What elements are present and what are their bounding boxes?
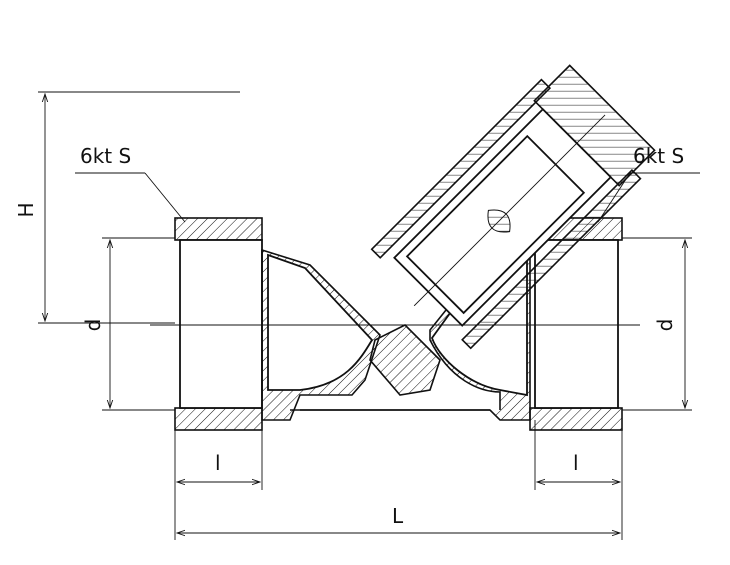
hex-label-right: 6kt S [597, 144, 700, 223]
dimension-L: L [177, 504, 620, 533]
label-d-right: d [653, 319, 677, 332]
dimension-H: H [14, 91, 240, 324]
label-l-right: l [573, 451, 579, 475]
left-end [174, 217, 263, 431]
strainer-bonnet [370, 64, 656, 350]
mesh-icon [487, 209, 511, 233]
label-hex-right: 6kt S [633, 144, 684, 168]
label-d-left: d [81, 319, 105, 332]
dimension-d-right: d [622, 237, 692, 411]
label-l-left: l [215, 451, 221, 475]
label-H: H [14, 202, 38, 217]
right-end [529, 217, 623, 431]
dimension-d-left: d [81, 237, 175, 411]
dimension-l-right: l [534, 420, 623, 540]
label-hex-left: 6kt S [80, 144, 131, 168]
hex-label-left: 6kt S [75, 144, 186, 223]
label-L: L [392, 504, 404, 528]
dimension-l-left: l [174, 420, 263, 540]
